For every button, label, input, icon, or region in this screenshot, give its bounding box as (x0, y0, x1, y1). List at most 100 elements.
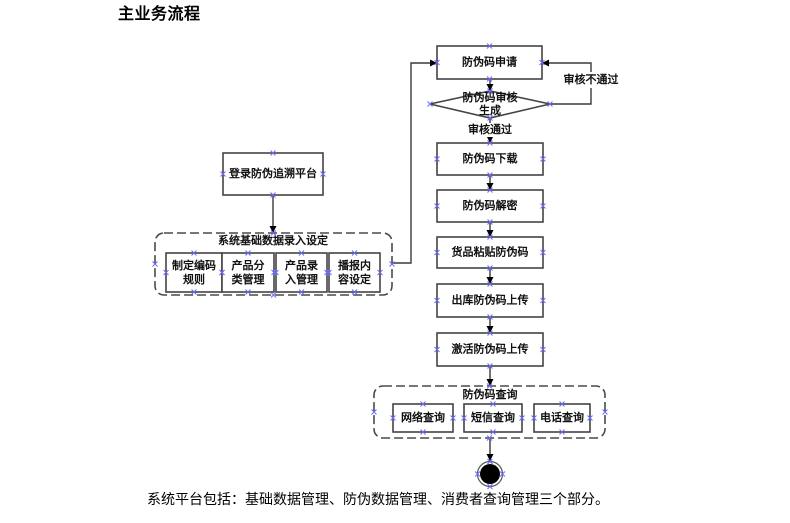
approve-label: 审核通过 (468, 122, 512, 136)
connection-point-marker (270, 150, 276, 156)
step-label: 防伪码下载 (463, 151, 518, 165)
connection-point-marker (461, 415, 467, 421)
connection-point-marker (450, 415, 456, 421)
end-node (476, 460, 504, 488)
connection-point-marker (270, 230, 277, 236)
connection-point-marker (486, 383, 493, 389)
connection-point-marker (351, 289, 358, 295)
connection-point-marker (420, 429, 426, 435)
connection-point-marker (487, 140, 493, 146)
connection-point-marker (152, 261, 158, 267)
connection-point-marker (547, 101, 553, 107)
connection-point-marker (326, 269, 332, 276)
apply-node: 防伪码申请 (436, 45, 543, 80)
step-decrypt: 防伪码解密 (436, 189, 544, 223)
connection-point-marker (298, 250, 305, 256)
connection-point-marker (420, 401, 426, 407)
connection-point-marker (270, 292, 277, 298)
connection-point-marker (587, 415, 593, 421)
connection-point-marker (270, 192, 276, 198)
setup-item-box (221, 252, 275, 293)
connection-point-marker (271, 269, 277, 276)
connection-point-marker (559, 429, 565, 435)
connection-point-marker (487, 219, 493, 225)
query-group-label: 防伪码查询 (463, 387, 518, 401)
setup-item-label: 类管理 (232, 272, 265, 286)
setup-item-product-category: 产品分 类管理 (221, 252, 275, 293)
connection-point-marker (351, 250, 358, 256)
review-decision-label: 生成 (479, 103, 501, 117)
connection-point-marker (474, 471, 481, 477)
connection-point-marker (487, 330, 493, 336)
connection-point-marker (540, 203, 546, 209)
step-activate-upload: 激活防伪码上传 (436, 332, 544, 367)
connection-point-marker (434, 249, 440, 256)
setup-item-label: 播报内 (338, 258, 371, 272)
connection-point-marker (540, 346, 546, 353)
connection-point-marker (487, 115, 493, 121)
connection-point-marker (245, 250, 251, 256)
connection-point-marker (490, 429, 496, 435)
login-box-label: 登录防伪追溯平台 (228, 166, 317, 180)
connection-point-marker (273, 269, 279, 276)
step-label: 货品粘贴防伪码 (451, 245, 529, 259)
setup-item-label: 容设定 (337, 272, 371, 286)
setup-item-label: 制定编码 (172, 258, 216, 272)
setup-group: 系统基础数据录入设定 制定编码 规则 产品分 类管理 产品录 入管理 播报内 容… (154, 232, 393, 296)
setup-item-broadcast-content: 播报内 容设定 (328, 252, 381, 293)
connection-points-layer (152, 43, 608, 490)
connection-point-marker (487, 363, 493, 369)
setup-item-label: 产品分 (232, 258, 265, 272)
connection-point-marker (540, 156, 546, 162)
connection-point-marker (434, 203, 440, 209)
connection-point-marker (487, 88, 493, 94)
query-item-web: 网络查询 (392, 403, 454, 433)
setup-item-label: 产品录 (285, 258, 318, 272)
connection-point-marker (486, 43, 493, 49)
connection-point-marker (487, 172, 493, 178)
setup-item-box (165, 252, 223, 293)
setup-item-box (275, 252, 328, 293)
connection-point-marker (486, 435, 493, 441)
connection-point-marker (486, 76, 493, 82)
review-decision-label: 防伪码审核 (463, 90, 518, 104)
step-download: 防伪码下载 (436, 142, 544, 176)
connection-point-marker (487, 265, 493, 271)
query-item-label: 短信查询 (471, 410, 515, 424)
step-apply-label-to-goods: 货品粘贴防伪码 (436, 236, 544, 269)
connection-point-marker (434, 297, 440, 304)
connection-point-marker (540, 249, 546, 256)
apply-box-label: 防伪码申请 (462, 55, 517, 69)
connection-point-marker (531, 415, 537, 421)
connection-point-marker (298, 289, 305, 295)
connection-point-marker (519, 415, 525, 421)
query-group: 防伪码查询 网络查询 短信查询 电话查询 (373, 385, 606, 439)
setup-group-label: 系统基础数据录入设定 (218, 233, 328, 247)
query-item-phone: 电话查询 (533, 403, 591, 433)
setup-item-label: 入管理 (285, 272, 318, 286)
caption-text: 系统平台包括：基础数据管理、防伪数据管理、消费者查询管理三个部分。 (147, 493, 609, 508)
setup-item-encoding-rules: 制定编码 规则 (165, 252, 223, 293)
connection-point-marker (490, 401, 496, 407)
setup-item-label: 规则 (183, 272, 205, 286)
connection-point-marker (487, 483, 493, 490)
connection-point-marker (220, 171, 226, 177)
connection-point-marker (191, 289, 197, 295)
connection-point-marker (219, 269, 225, 276)
approve-label-background (464, 123, 516, 137)
page-title: 主业务流程 (118, 6, 201, 23)
connection-point-marker (371, 409, 377, 415)
step-label: 防伪码解密 (463, 198, 518, 212)
connection-point-marker (539, 59, 545, 66)
connection-point-marker (163, 269, 169, 276)
connection-point-marker (487, 281, 493, 287)
setup-item-product-entry: 产品录 入管理 (275, 252, 328, 293)
connection-point-marker (434, 59, 440, 66)
connection-point-marker (245, 289, 251, 295)
connection-point-marker (320, 171, 326, 177)
review-decision: 防伪码审核 生成 (429, 90, 551, 119)
connection-point-marker (487, 187, 493, 193)
step-label: 激活防伪码上传 (452, 342, 529, 356)
login-node: 登录防伪追溯平台 (222, 152, 324, 196)
